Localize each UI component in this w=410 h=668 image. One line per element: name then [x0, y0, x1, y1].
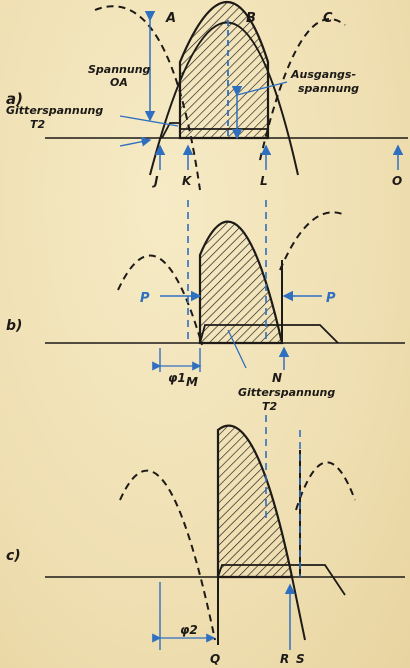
- point-R: R: [280, 652, 289, 666]
- panel-b-output-area: [198, 220, 284, 345]
- point-K: K: [182, 174, 193, 188]
- panel-c-label: c): [6, 548, 21, 564]
- panel-b-wave-left: [117, 254, 203, 346]
- point-P-left: P: [140, 291, 150, 306]
- panel-b: b) P P M N φ1 Gitterspannung T2: [6, 200, 405, 413]
- panel-b-label: b): [6, 318, 22, 334]
- point-M: M: [186, 375, 198, 389]
- panel-a-label: a): [6, 90, 23, 108]
- label-voltage-1: Spannung: [88, 63, 151, 76]
- point-Q: Q: [210, 652, 220, 666]
- panel-a-wave-C: [259, 18, 346, 161]
- point-P-right: P: [326, 291, 336, 306]
- panel-a-wave-A: [94, 5, 201, 191]
- label-grid-1: Gitterspannung: [6, 104, 103, 117]
- panel-c-grid-voltage-line: [217, 564, 346, 596]
- panel-b-grid-label-1: Gitterspannung: [238, 386, 335, 399]
- panel-a: a) A B C J K L O Spannung OA Ausgangs- s…: [6, 1, 408, 191]
- label-output-2: spannung: [298, 82, 359, 95]
- label-voltage-2: OA: [110, 76, 128, 89]
- panel-c-wave-left: [119, 469, 216, 641]
- panel-c: c) φ2 Q R S: [6, 415, 405, 666]
- point-N: N: [272, 371, 282, 385]
- panel-c-output-area: [216, 424, 294, 579]
- label-output-1: Ausgangs-: [290, 68, 356, 81]
- point-A: A: [165, 11, 176, 26]
- panel-c-tail: [291, 576, 306, 641]
- point-C: C: [323, 11, 333, 26]
- panel-b-grid-voltage-line: [199, 324, 339, 344]
- panel-a-grid-arrow: [119, 136, 152, 147]
- panel-b-phi-label: φ1: [168, 371, 186, 385]
- point-J: J: [152, 174, 159, 188]
- panel-a-output-leader: [236, 81, 288, 96]
- panel-b-wave-right: [279, 211, 346, 271]
- panel-a-grid-leader: [119, 115, 179, 127]
- panel-b-grid-label-2: T2: [262, 400, 278, 413]
- point-B: B: [246, 11, 256, 26]
- panel-b-grid-leader: [227, 329, 247, 369]
- panel-c-phi-label: φ2: [180, 623, 198, 637]
- panel-a-grid-voltage-line: [161, 122, 269, 139]
- point-L: L: [260, 174, 268, 188]
- point-S: S: [296, 652, 305, 666]
- label-grid-2: T2: [30, 118, 46, 131]
- panel-c-wave-right: [295, 461, 356, 511]
- panel-a-output-area: [178, 1, 270, 140]
- point-O: O: [392, 174, 402, 188]
